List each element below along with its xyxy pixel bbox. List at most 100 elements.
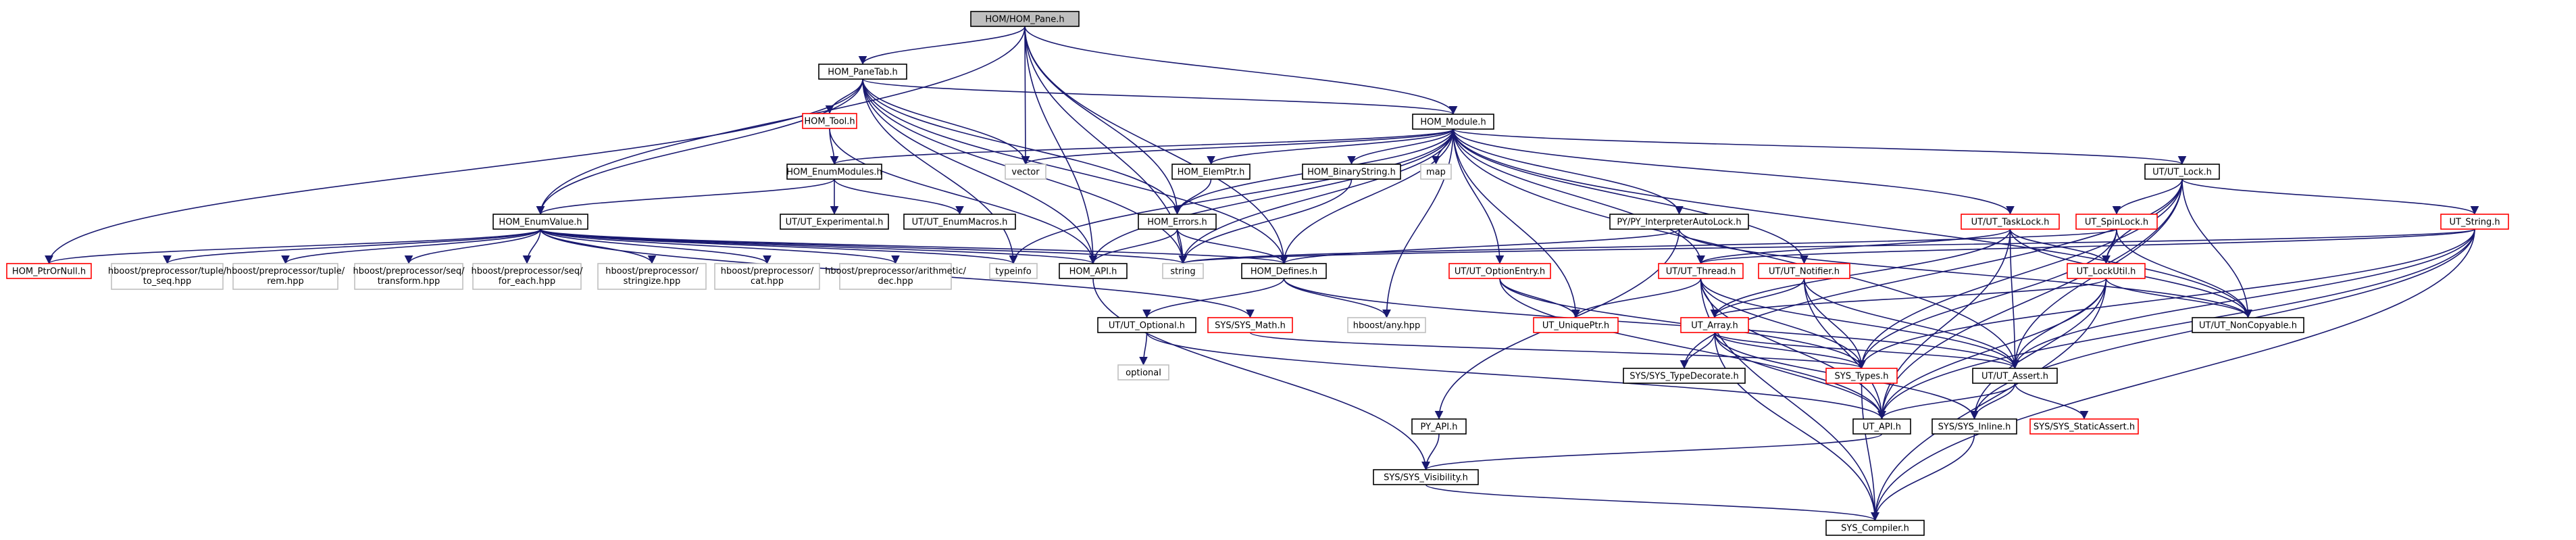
edge-hom-module-to-hom-api — [1088, 128, 1454, 264]
node-box — [597, 263, 707, 290]
node-ut-enummacros[interactable]: UT/UT_EnumMacros.h — [903, 214, 1016, 230]
node-hom-defines[interactable]: HOM_Defines.h — [1241, 263, 1327, 279]
edge-hom-panetab-to-hom-defines — [862, 78, 1288, 264]
node-label: UT_String.h — [2449, 218, 2500, 228]
edge-ut-lock-to-ut-noncopyable — [2181, 178, 2252, 318]
node-hom-pane[interactable]: HOM/HOM_Pane.h — [970, 11, 1080, 27]
node-ut-string[interactable]: UT_String.h — [2440, 214, 2509, 230]
node-label: to_seq.hpp — [143, 276, 191, 287]
node-ut-lock[interactable]: UT/UT_Lock.h — [2144, 164, 2220, 180]
node-sys-compiler[interactable]: SYS_Compiler.h — [1825, 520, 1925, 536]
node-hb-stringize[interactable]: hboost/preprocessor/stringize.hpp — [597, 263, 707, 290]
node-label: vector — [1011, 168, 1040, 178]
edge-ut-lock-to-ut-spinlock — [2112, 178, 2183, 215]
edge-ut-lockutil-to-ut-array — [1710, 278, 2107, 318]
edge-hom-pane-to-hom-enumvalue — [536, 26, 1026, 215]
node-box — [2144, 164, 2220, 180]
node-ut-array[interactable]: UT_Array.h — [1680, 317, 1749, 333]
edge-ut-array-to-ut-api — [1714, 332, 1886, 420]
edge-hom-pane-to-hom-module — [1024, 26, 1458, 115]
node-box — [111, 263, 224, 290]
edge-ut-array-to-sys-compiler — [1714, 332, 1879, 521]
node-sys-staticassert[interactable]: SYS/SYS_StaticAssert.h — [2029, 418, 2139, 435]
node-optional[interactable]: optional — [1117, 364, 1169, 381]
node-label: dec.hpp — [878, 276, 913, 287]
edge-ut-lock-to-sys-typedecorate — [1680, 178, 2183, 369]
node-ut-optionentry[interactable]: UT/UT_OptionEntry.h — [1448, 263, 1551, 279]
node-hom-errors[interactable]: HOM_Errors.h — [1138, 214, 1217, 230]
edge-ut-thread-to-ut-uniqueptr — [1571, 278, 1702, 318]
node-string[interactable]: string — [1162, 263, 1204, 279]
node-sys-inline[interactable]: SYS/SYS_Inline.h — [1931, 418, 2017, 435]
node-hb-tuple-rem[interactable]: hboost/preprocessor/tuple/rem.hpp — [226, 263, 345, 290]
node-ut-tasklock[interactable]: UT/UT_TaskLock.h — [1961, 214, 2060, 230]
node-box — [493, 214, 588, 230]
node-ut-api[interactable]: UT_API.h — [1852, 418, 1911, 435]
node-ut-noncopyable[interactable]: UT/UT_NonCopyable.h — [2192, 317, 2304, 333]
node-label: HOM_EnumValue.h — [499, 218, 582, 228]
node-label: HOM_Module.h — [1420, 118, 1486, 128]
node-hb-arith-dec[interactable]: hboost/preprocessor/arithmetic/dec.hpp — [825, 263, 966, 290]
node-label: SYS_Types.h — [1835, 372, 1889, 382]
node-py-interp[interactable]: PY/PY_InterpreterAutoLock.h — [1609, 214, 1749, 230]
node-ut-spinlock[interactable]: UT_SpinLock.h — [2075, 214, 2158, 230]
node-hb-cat[interactable]: hboost/preprocessor/cat.hpp — [714, 263, 820, 290]
node-typeinfo[interactable]: typeinfo — [989, 263, 1038, 279]
node-label: optional — [1126, 368, 1161, 378]
node-box — [1533, 317, 1619, 333]
node-vector[interactable]: vector — [1005, 164, 1046, 180]
node-box — [1658, 263, 1744, 279]
node-hom-module[interactable]: HOM_Module.h — [1412, 114, 1494, 130]
node-hb-tuple-to-seq[interactable]: hboost/preprocessor/tuple/to_seq.hpp — [108, 263, 227, 290]
node-ut-lockutil[interactable]: UT_LockUtil.h — [2067, 263, 2146, 279]
node-ut-experimental[interactable]: UT/UT_Experimental.h — [780, 214, 889, 230]
node-py-api[interactable]: PY_API.h — [1411, 418, 1467, 435]
edge-sys-visibility-to-sys-compiler — [1425, 484, 1879, 521]
node-hom-enummodules[interactable]: HOM_EnumModules.h — [786, 164, 882, 180]
node-ut-thread[interactable]: UT/UT_Thread.h — [1658, 263, 1744, 279]
node-ut-optional[interactable]: UT/UT_Optional.h — [1097, 317, 1196, 333]
edge-ut-notifier-to-sys-types — [1803, 278, 1866, 369]
edge-hom-pane-to-vector — [1021, 26, 1030, 165]
edge-hom-panetab-to-typeinfo — [862, 78, 1018, 264]
edge-hom-module-to-vector — [1021, 128, 1454, 165]
node-label: SYS/SYS_Visibility.h — [1384, 473, 1468, 483]
edge-hom-defines-to-ut-optional — [1142, 278, 1285, 318]
node-hom-elemptr[interactable]: HOM_ElemPtr.h — [1171, 164, 1251, 180]
node-label: UT/UT_Optional.h — [1109, 321, 1185, 331]
edge-hom-enumvalue-to-hb-cat — [540, 228, 772, 264]
node-hb-seq-for-each[interactable]: hboost/preprocessor/seq/for_each.hpp — [472, 263, 584, 290]
node-box — [989, 263, 1038, 279]
node-sys-math[interactable]: SYS/SYS_Math.h — [1207, 317, 1293, 333]
node-label: hboost/preprocessor/arithmetic/ — [825, 266, 966, 276]
edge-hom-module-to-string — [1178, 128, 1454, 264]
node-label: cat.hpp — [751, 276, 784, 287]
node-hom-api[interactable]: HOM_API.h — [1059, 263, 1128, 279]
node-hom-enumvalue[interactable]: HOM_EnumValue.h — [493, 214, 588, 230]
node-box — [1972, 368, 2058, 384]
node-sys-types[interactable]: SYS_Types.h — [1825, 368, 1898, 384]
node-sys-visibility[interactable]: SYS/SYS_Visibility.h — [1373, 469, 1479, 485]
edge-hom-enumvalue-to-string — [540, 228, 1187, 264]
edge-hom-module-to-ut-uniqueptr — [1453, 128, 1580, 318]
edge-hom-enumvalue-to-typeinfo — [540, 228, 1018, 264]
node-hom-binarystring[interactable]: HOM_BinaryString.h — [1302, 164, 1401, 180]
node-box — [1241, 263, 1327, 279]
node-hom-ptrornull[interactable]: HOM_PtrOrNull.h — [6, 263, 92, 279]
node-hom-tool[interactable]: HOM_Tool.h — [802, 113, 857, 129]
node-map[interactable]: map — [1420, 164, 1452, 180]
edge-py-api-to-sys-visibility — [1421, 433, 1440, 470]
node-hb-seq-transform[interactable]: hboost/preprocessor/seq/transform.hpp — [353, 263, 465, 290]
edge-ut-thread-to-ut-api — [1700, 278, 1886, 420]
node-sys-typedecorate[interactable]: SYS/SYS_TypeDecorate.h — [1623, 368, 1746, 384]
node-ut-assert[interactable]: UT/UT_Assert.h — [1972, 368, 2058, 384]
node-label: hboost/preprocessor/tuple/ — [226, 266, 345, 276]
node-ut-notifier[interactable]: UT/UT_Notifier.h — [1758, 263, 1850, 279]
edge-hom-module-to-ut-optionentry — [1453, 128, 1505, 264]
node-hom-panetab[interactable]: HOM_PaneTab.h — [818, 64, 907, 80]
node-ut-uniqueptr[interactable]: UT_UniquePtr.h — [1533, 317, 1619, 333]
node-hboost-any[interactable]: hboost/any.hpp — [1347, 317, 1426, 333]
edge-ut-assert-to-ut-api — [1877, 383, 2016, 420]
edge-hom-tool-to-hom-api — [829, 128, 1098, 264]
edge-hom-module-to-ut-tasklock — [1453, 128, 2015, 215]
